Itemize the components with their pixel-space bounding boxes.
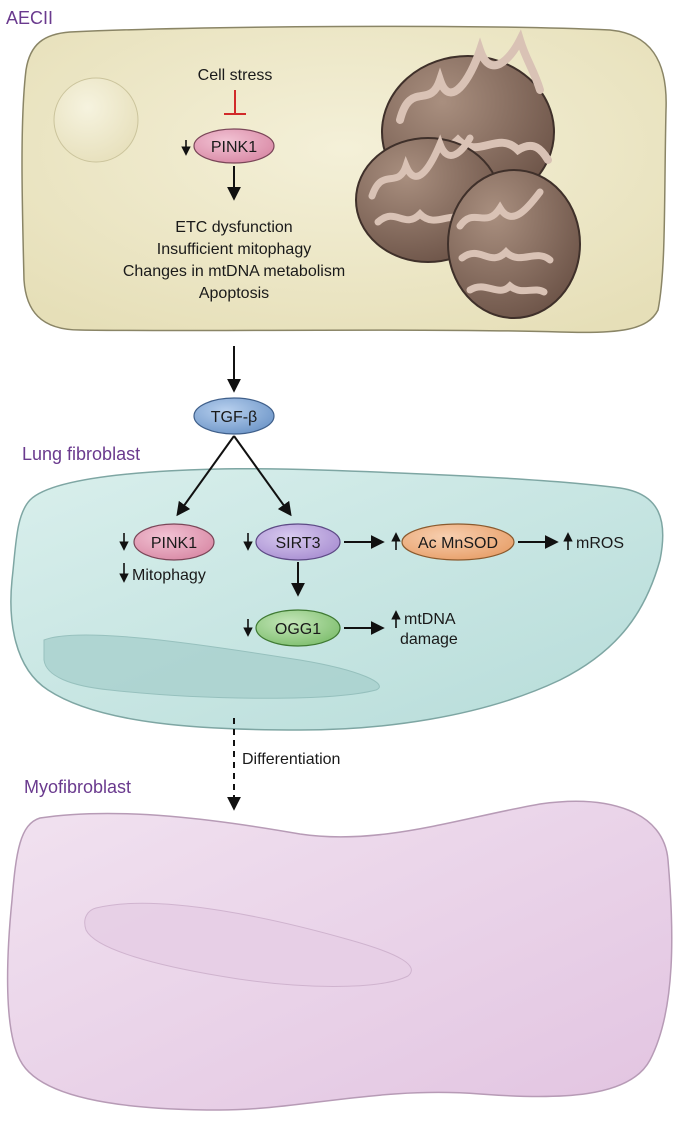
outcome-1: ETC dysfunction <box>175 219 292 236</box>
damage-label: damage <box>400 631 458 648</box>
outcome-2: Insufficient mitophagy <box>157 241 311 258</box>
sirt3-node: SIRT3 <box>255 523 341 561</box>
ac-mnsod-label: Ac MnSOD <box>418 535 498 552</box>
differentiation-label: Differentiation <box>242 751 340 768</box>
inhibition-symbol <box>224 90 246 115</box>
section-label-lung-fibroblast: Lung fibroblast <box>22 444 140 464</box>
ogg1-label: OGG1 <box>275 621 321 638</box>
outcome-4: Apoptosis <box>199 285 269 302</box>
tgf-to-pink1-arrow <box>176 435 235 517</box>
ogg1-node: OGG1 <box>255 609 341 647</box>
mitochondrion-3 <box>447 169 581 319</box>
mitochondria-illustration <box>355 29 581 319</box>
aecii-pink1-label: PINK1 <box>211 139 257 156</box>
tgf-to-sirt3-arrow <box>233 435 292 517</box>
aecii-pink1-node: PINK1 <box>193 128 275 164</box>
mros-label: mROS <box>576 535 624 552</box>
fibroblast-pink1-node: PINK1 <box>133 523 215 561</box>
myofibroblast-nucleus <box>84 902 412 987</box>
myofibroblast-cell <box>6 800 673 1111</box>
aecii-cell <box>21 25 667 334</box>
outcome-3: Changes in mtDNA metabolism <box>123 263 345 280</box>
fibroblast-pink1-label: PINK1 <box>151 535 197 552</box>
fibroblast-nucleus <box>43 634 380 699</box>
section-label-myofibroblast: Myofibroblast <box>24 777 131 797</box>
aecii-nucleus <box>53 77 139 163</box>
tgf-beta-label: TGF-β <box>211 409 258 426</box>
ac-mnsod-node: Ac MnSOD <box>401 523 515 561</box>
sirt3-label: SIRT3 <box>275 535 320 552</box>
tgf-beta-node: TGF-β <box>193 397 275 435</box>
section-label-aecii: AECII <box>6 8 53 28</box>
aecii-outcomes: ETC dysfunction Insufficient mitophagy C… <box>123 219 345 302</box>
mtdna-label: mtDNA <box>404 611 456 628</box>
cell-stress-label: Cell stress <box>198 67 273 84</box>
lung-fibroblast-cell <box>10 467 664 731</box>
mitophagy-label: Mitophagy <box>132 567 206 584</box>
